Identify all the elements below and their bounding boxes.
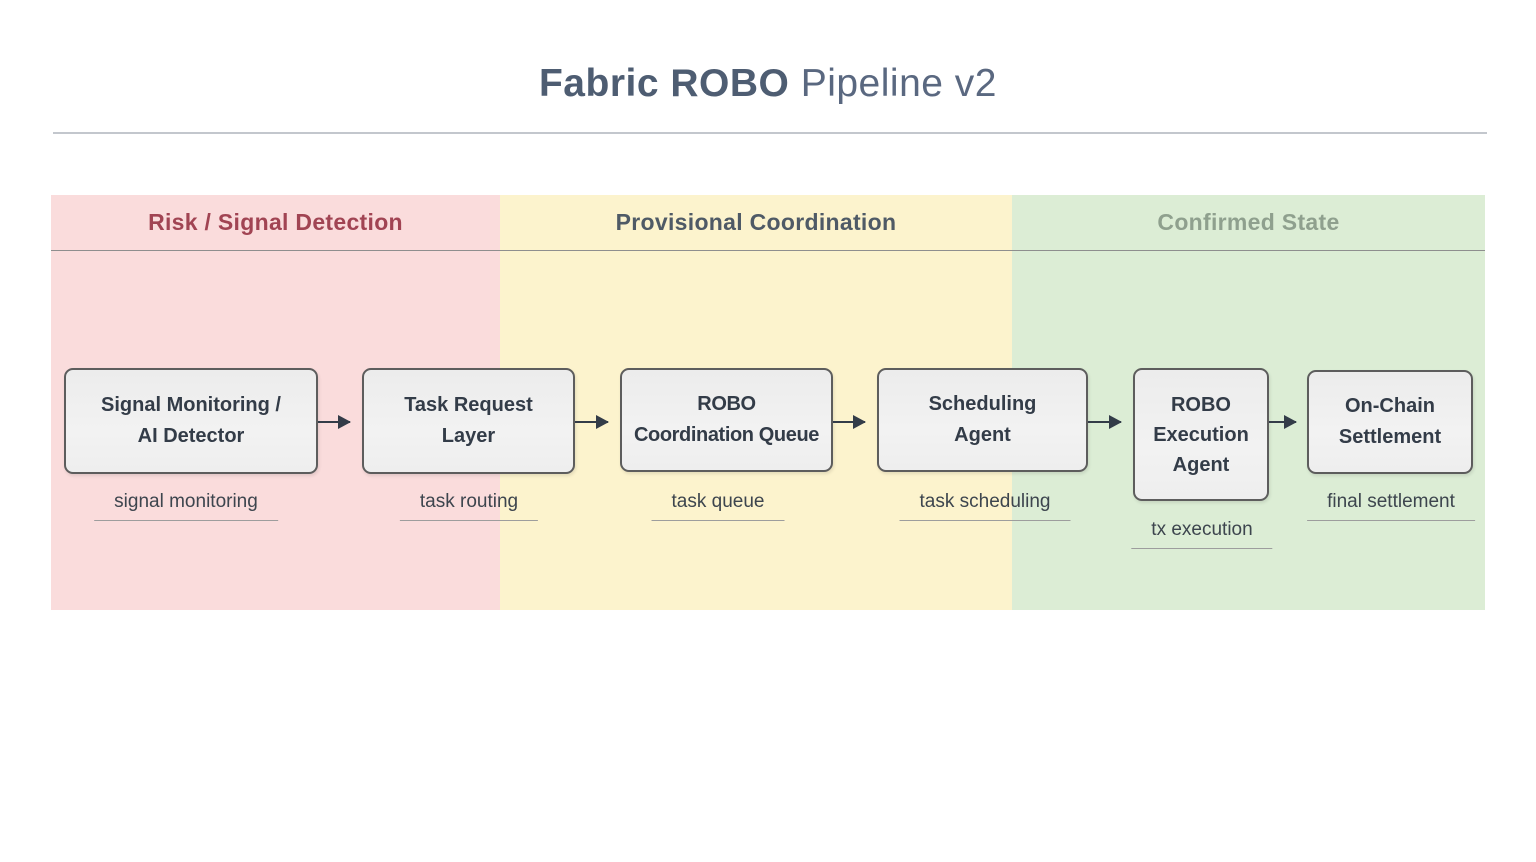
sublabel-signal-monitoring: signal monitoring [94, 491, 278, 521]
page-title: Fabric ROBO Pipeline v2 [0, 62, 1536, 106]
node-on-chain-settlement: On-Chain Settlement [1307, 370, 1473, 474]
sublabel-tx-execution: tx execution [1131, 519, 1273, 549]
node-scheduling-agent: Scheduling Agent [877, 368, 1088, 472]
node-label: Task Request Layer [404, 394, 533, 447]
sublabel-final-settlement: final settlement [1307, 491, 1475, 521]
node-robo-coordination-queue: ROBO Coordination Queue [620, 368, 833, 472]
node-task-request-layer: Task Request Layer [362, 368, 575, 474]
node-robo-execution-agent: ROBO Execution Agent [1133, 368, 1269, 501]
arrow-right-icon [1269, 415, 1297, 429]
page-title-regular: Pipeline v2 [789, 62, 997, 105]
arrow-right-icon [1088, 415, 1122, 429]
zone-label-risk: Risk / Signal Detection [148, 209, 403, 235]
sublabel-task-routing: task routing [399, 491, 539, 521]
node-label: On-Chain Settlement [1338, 395, 1442, 448]
arrow-right-icon [575, 415, 609, 429]
sublabel-task-scheduling: task scheduling [899, 491, 1071, 521]
node-label: ROBO Coordination Queue [633, 393, 820, 446]
page-title-bold: Fabric ROBO [538, 62, 790, 105]
zone-label-confirmed: Confirmed State [1157, 209, 1340, 235]
sublabel-task-queue: task queue [651, 491, 785, 521]
arrow-right-icon [318, 415, 351, 429]
node-label: ROBO Execution Agent [1153, 393, 1249, 476]
arrow-right-icon [833, 415, 866, 429]
node-signal-monitoring-ai-detector: Signal Monitoring / AI Detector [64, 368, 318, 474]
zone-header-divider [51, 250, 1485, 251]
zone-label-provisional: Provisional Coordination [615, 209, 897, 235]
node-label: Signal Monitoring / AI Detector [101, 394, 281, 447]
title-divider [53, 132, 1487, 134]
node-label: Scheduling Agent [928, 393, 1037, 446]
